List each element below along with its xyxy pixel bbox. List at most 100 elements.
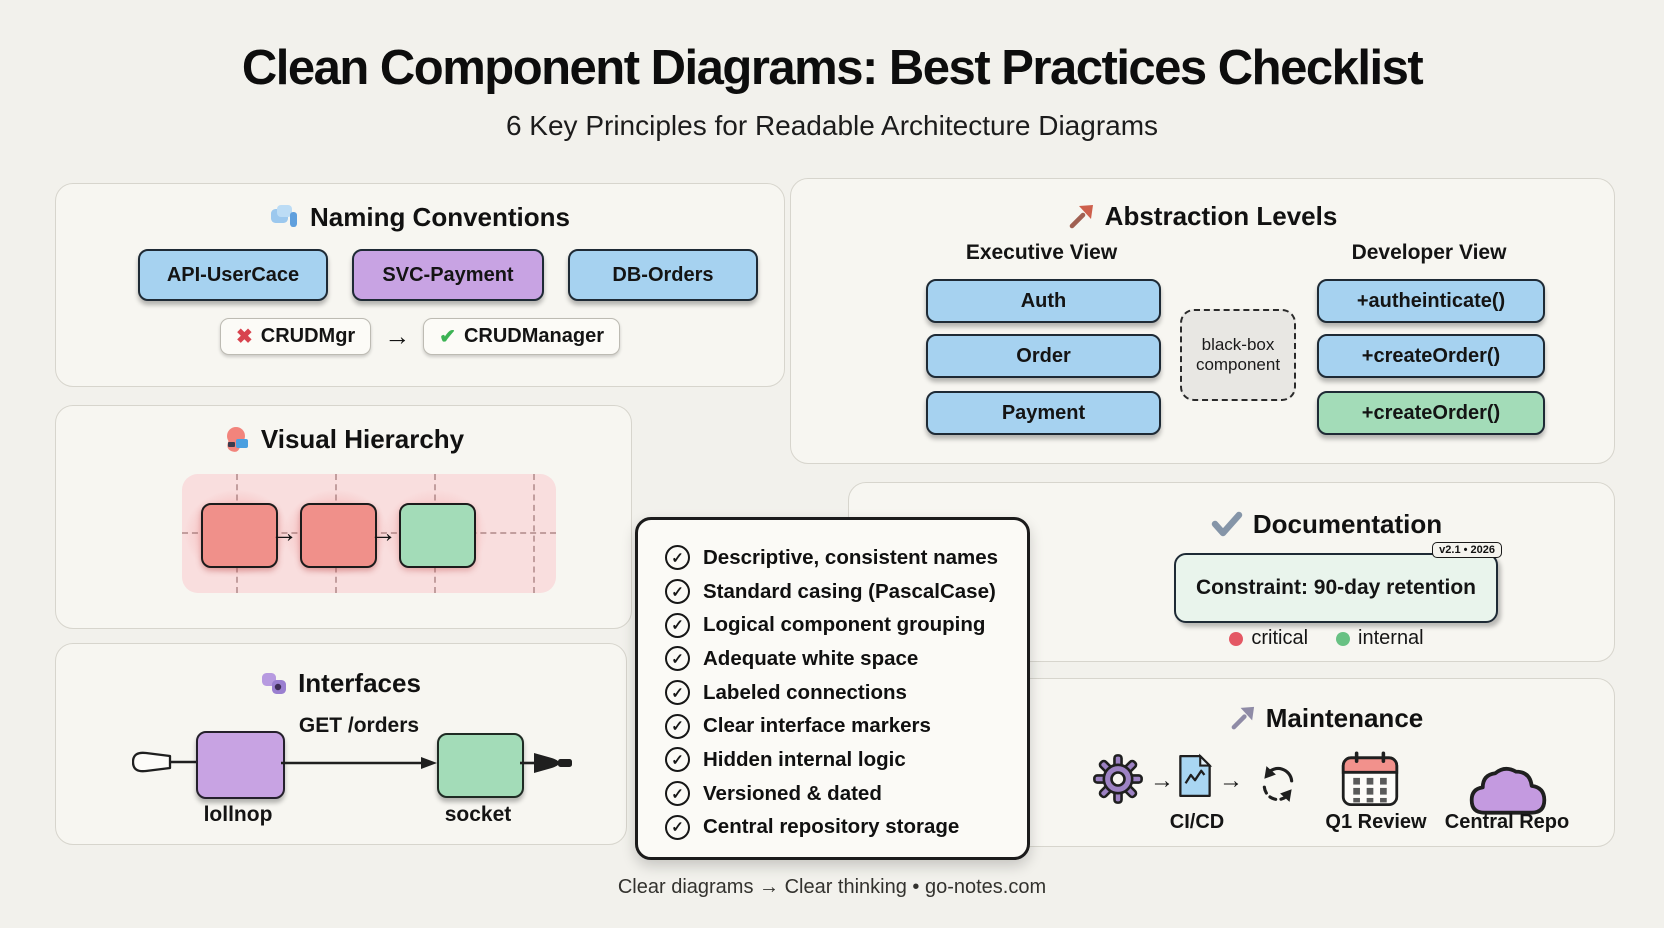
lollipop-label: lollnop [203,803,273,826]
component-box-db-orders: DB-Orders [568,249,758,301]
best-practices-checklist: ✓ Descriptive, consistent names ✓ Standa… [635,517,1030,860]
executive-component-box: Payment [926,391,1161,435]
page-title: Clean Component Diagrams: Best Practices… [241,41,1424,95]
method-label: +createOrder() [1361,401,1501,424]
panel-visual-hierarchy: Visual Hierarchy → → [55,405,632,629]
maintenance-panel-header: Maintenance [1039,701,1614,735]
documentation-legend: critical internal [1039,627,1614,650]
checklist-item-text: Adequate white space [703,646,919,670]
checklist-item: ✓ Standard casing (PascalCase) [665,575,1027,609]
socket-component-box [437,733,524,798]
checklist-item: ✓ Logical component grouping [665,608,1027,642]
socket-label: socket [444,803,512,826]
bad-name-label: CRUDMgr [260,325,356,347]
executive-component-box: Order [926,334,1161,378]
developer-method-box: +autheinticate() [1317,279,1545,323]
checklist-item-text: Central repository storage [703,815,960,839]
visual-panel-title: Visual Hierarchy [260,423,465,454]
black-box-component: black-box component [1180,309,1296,401]
component-box-api-usercace: API-UserCace [138,249,328,301]
check-circle-icon: ✓ [665,814,690,840]
check-mark-icon: ✔ [439,326,456,348]
trend-arrow-icon [1068,203,1095,230]
developer-method-box: +createOrder() [1317,334,1545,378]
developer-method-box: +createOrder() [1317,391,1545,435]
version-badge: v2.1 • 2026 [1432,542,1502,558]
page-subtitle: 6 Key Principles for Readable Architectu… [505,110,1159,141]
socket-plug-icon [520,748,580,778]
calendar-icon [1341,751,1399,807]
developer-view-heading: Developer View [1351,241,1507,264]
checklist-item: ✓ Adequate white space [665,642,1027,676]
x-mark-icon: ✖ [236,326,253,348]
critical-dot-icon [1229,631,1244,646]
arrow-right-icon: → [1219,767,1243,794]
lollipop-component-box [196,731,285,799]
big-check-icon [1211,511,1243,537]
black-box-label: black-box component [1195,334,1281,374]
arrow-right-icon: → [1150,767,1174,794]
palette-icon [223,426,251,453]
rename-example-row: ✖ CRUDMgr → ✔ CRUDManager [56,318,784,355]
hierarchy-box-red [300,503,377,568]
checklist-item: ✓ Clear interface markers [665,709,1027,743]
checklist-item: ✓ Central repository storage [665,811,1027,845]
checklist-item-text: Hidden internal logic [703,747,906,771]
check-circle-icon: ✓ [665,713,690,739]
legend-label: critical [1251,627,1309,649]
panel-interfaces: Interfaces GET /orders lollnop socket [55,643,627,845]
checklist-item-text: Labeled connections [703,680,907,704]
legend-entry-internal: internal [1336,627,1424,650]
pipeline-file-icon [1177,753,1213,799]
lollipop-connector-icon [132,748,198,776]
checklist-item-text: Versioned & dated [703,781,882,805]
good-name-label: CRUDManager [463,325,604,347]
bad-name-pill: ✖ CRUDMgr [220,318,372,355]
check-circle-icon: ✓ [665,646,690,672]
checklist-item: ✓ Versioned & dated [665,777,1027,811]
legend-label: internal [1358,627,1424,649]
visual-panel-header: Visual Hierarchy [56,422,631,456]
naming-panel-title: Naming Conventions [309,201,570,232]
check-circle-icon: ✓ [665,612,690,638]
arrow-right-icon: → [270,517,298,548]
good-name-pill: ✔ CRUDManager [423,318,620,355]
cloud-icon [1465,759,1551,819]
cicd-label: CI/CD [1169,811,1225,833]
documentation-panel-title: Documentation [1252,508,1443,539]
q1-review-label: Q1 Review [1325,811,1427,833]
constraint-text: Constraint: 90-day retention [1195,576,1477,599]
hierarchy-box-green [399,503,476,568]
checklist-item: ✓ Hidden internal logic [665,743,1027,777]
constraint-note-box: Constraint: 90-day retention v2.1 • 2026 [1174,542,1502,623]
component-label: DB-Orders [612,263,714,286]
checklist-item-text: Standard casing (PascalCase) [703,579,996,603]
footer-tagline: Clear diagrams → Clear thinking • go-not… [617,876,1047,898]
interfaces-panel-title: Interfaces [298,667,421,698]
documentation-panel-header: Documentation [1039,507,1614,541]
grouping-glow-container: → → [182,474,556,593]
arrow-right-icon: → [369,517,397,548]
check-circle-icon: ✓ [665,579,690,605]
component-box-svc-payment: SVC-Payment [352,249,544,301]
up-right-arrow-icon [1230,705,1256,731]
maintenance-panel-title: Maintenance [1265,702,1424,733]
component-label: SVC-Payment [382,263,514,286]
panel-abstraction-levels: Abstraction Levels Executive View Develo… [790,178,1615,464]
hierarchy-box-red [201,503,278,568]
central-repo-label: Central Repo [1444,811,1570,833]
checklist-item: ✓ Descriptive, consistent names [665,541,1027,575]
checklist-item-text: Clear interface markers [703,714,931,738]
check-circle-icon: ✓ [665,680,690,706]
check-circle-icon: ✓ [665,545,690,571]
method-label: +autheinticate() [1356,289,1506,312]
gear-icon [1092,753,1144,805]
check-circle-icon: ✓ [665,781,690,807]
method-label: +createOrder() [1361,344,1501,367]
arrow-right-icon: → [384,321,411,351]
abstraction-panel-title: Abstraction Levels [1104,200,1338,231]
checklist-item-text: Logical component grouping [703,613,986,637]
label-tag-icon [270,204,300,231]
interfaces-panel-header: Interfaces [56,666,626,700]
